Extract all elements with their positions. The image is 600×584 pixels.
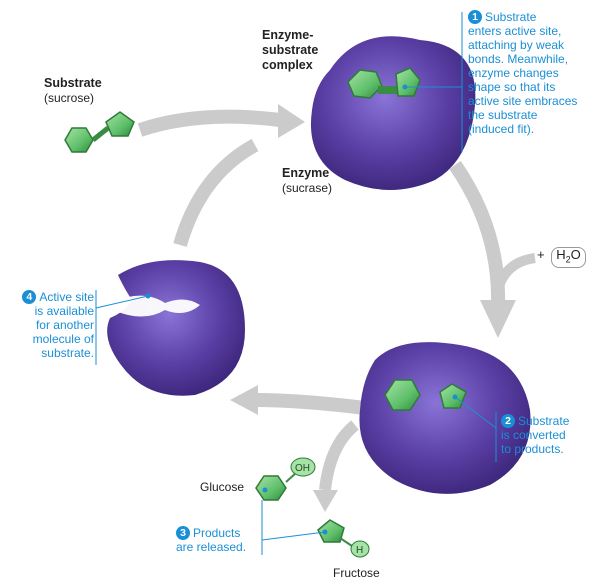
water-2: 2 — [565, 254, 571, 265]
arrowhead-products-release — [313, 490, 338, 512]
step-2-line-3: to products. — [501, 442, 564, 456]
oh-label: OH — [295, 463, 310, 474]
step-1-line-9: (induced fit). — [468, 122, 535, 136]
step-1-line-7: active site embraces — [468, 94, 578, 108]
water-h: H — [556, 247, 566, 262]
step-1-line-5: enzyme changes — [468, 66, 559, 80]
arrow-complex-to-converted — [449, 161, 506, 306]
h-label: H — [356, 545, 363, 556]
substrate-fructose-pent — [105, 111, 135, 137]
complex-fructose-pent — [395, 67, 421, 97]
substrate-title: Substrate — [44, 76, 102, 90]
converting-glucose-hex — [384, 379, 421, 411]
arrowhead-complex-to-converted — [480, 300, 516, 338]
step-4-line-3: for another — [35, 318, 94, 332]
step-4-number: 4 — [22, 290, 37, 304]
arrow-products-release — [319, 420, 359, 491]
enzyme-complex — [310, 36, 476, 190]
arrow-water — [493, 253, 536, 292]
water-plus: + — [537, 247, 545, 262]
substrate-molecule — [64, 111, 135, 153]
step-4-line-2: is available — [34, 304, 94, 318]
water-label: + H2O — [537, 247, 586, 268]
step-4-line-1: Active site — [39, 290, 94, 304]
step-1-line-4: bonds. Meanwhile, — [468, 52, 569, 66]
complex-label-line2: substrate — [262, 43, 319, 57]
step-2-number: 2 — [501, 414, 515, 428]
complex-label-line1: Enzyme- — [262, 28, 314, 42]
arrow-substrate-to-complex — [137, 109, 281, 137]
arrowhead-converted-to-free — [230, 385, 258, 415]
step-3-line-1: Products — [193, 526, 241, 540]
step-1-number: 1 — [468, 10, 482, 24]
step-4-line-4: molecule of — [32, 332, 94, 346]
step-1-line-6: shape so that its — [468, 80, 556, 94]
callout-lines — [95, 12, 497, 555]
step-3-number: 3 — [176, 526, 190, 540]
step-1-line-8: the substrate — [468, 108, 538, 122]
step-3-line-2: are released. — [176, 540, 247, 554]
water-o: O — [570, 247, 581, 262]
free-enzyme — [107, 260, 245, 396]
enzyme-title: Enzyme — [282, 166, 330, 180]
complex-label-line3: complex — [262, 58, 313, 72]
substrate-subtitle: (sucrose) — [44, 91, 95, 105]
released-fructose: H — [317, 519, 370, 558]
cycle-arrows — [137, 104, 536, 512]
fructose-label: Fructose — [333, 566, 380, 580]
arrowhead-substrate-to-complex — [278, 104, 305, 138]
substrate-glucose-hex — [64, 127, 94, 153]
step-1-line-3: attaching by weak — [468, 38, 565, 52]
active-site-notch — [118, 295, 200, 317]
step-1-line-2: enters active site, — [468, 24, 562, 38]
released-glucose: OH — [255, 457, 316, 501]
step-2-line-1: Substrate — [518, 414, 570, 428]
enzyme-converting — [359, 342, 531, 494]
step-1-line-1: Substrate — [485, 10, 537, 24]
enzyme-subtitle: (sucrase) — [282, 181, 333, 195]
step-2-line-2: is converted — [501, 428, 566, 442]
glucose-label: Glucose — [200, 480, 245, 494]
arrow-converted-to-free — [254, 393, 366, 415]
step-4-line-5: substrate. — [41, 346, 94, 360]
complex-bond — [378, 86, 400, 94]
arrow-free-to-top — [173, 138, 259, 247]
